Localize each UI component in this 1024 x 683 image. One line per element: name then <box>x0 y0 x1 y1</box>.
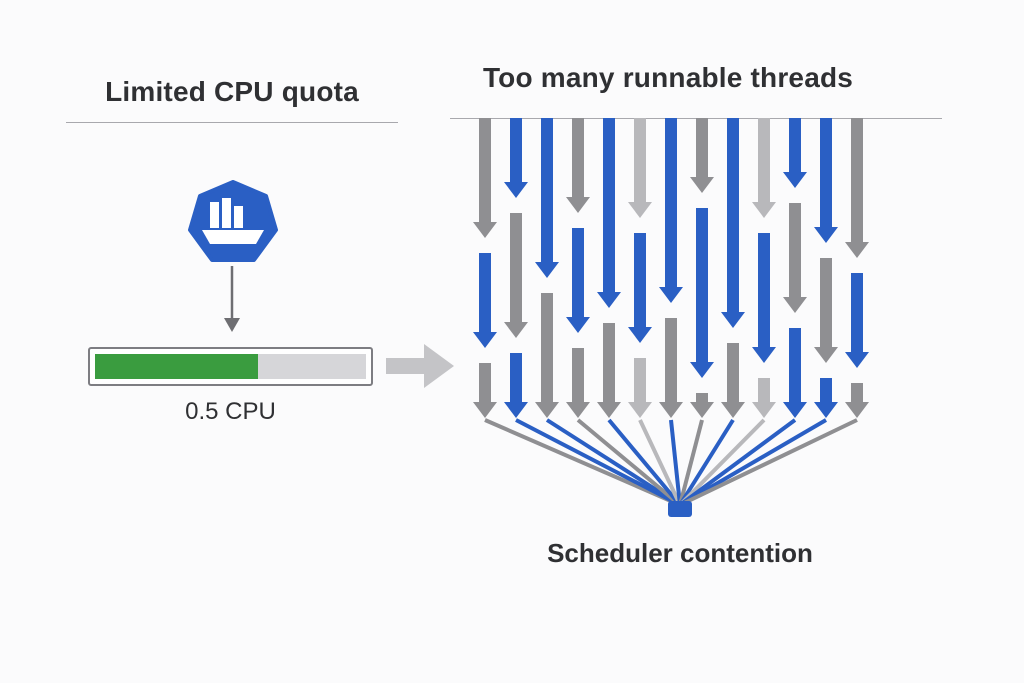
thread-arrow-head <box>628 402 652 418</box>
thread-arrow-head <box>597 402 621 418</box>
thread-arrow-shaft <box>789 118 801 172</box>
thread-arrow-head <box>504 322 528 338</box>
thread-arrow-head <box>783 172 807 188</box>
thread-arrow-head <box>752 347 776 363</box>
thread-arrow-head <box>504 182 528 198</box>
thread-arrow-shaft <box>510 118 522 182</box>
thread-arrow-shaft <box>665 118 677 287</box>
thread-arrow-head <box>473 222 497 238</box>
thread-arrow-shaft <box>479 363 491 402</box>
contention-line <box>576 418 682 507</box>
thread-arrow-shaft <box>727 343 739 402</box>
thread-arrow-shaft <box>820 118 832 227</box>
thread-arrow-shaft <box>851 118 863 242</box>
thread-arrow-shaft <box>572 118 584 197</box>
thread-arrow-head <box>597 292 621 308</box>
thread-arrow-shaft <box>851 273 863 352</box>
thread-arrow-head <box>473 402 497 418</box>
thread-arrow-shaft <box>510 353 522 402</box>
thread-arrow-head <box>628 202 652 218</box>
cpu-quota-bar <box>88 347 373 386</box>
thread-arrow-shaft <box>696 393 708 402</box>
contention-line <box>678 418 828 507</box>
scheduler-contention-label: Scheduler contention <box>547 538 813 568</box>
thread-arrow-head <box>535 262 559 278</box>
left-panel-title: Limited CPU quota <box>105 76 359 107</box>
contention-line <box>669 419 682 506</box>
contention-line <box>678 418 735 507</box>
thread-arrow-shaft <box>541 118 553 262</box>
thread-arrow-head <box>566 402 590 418</box>
thread-arrow-head <box>690 362 714 378</box>
thread-arrow-head <box>814 227 838 243</box>
thread-arrow-shaft <box>758 118 770 202</box>
thread-arrow-shaft <box>696 208 708 362</box>
runnable-threads-diagram <box>473 118 869 517</box>
thread-arrow-shaft <box>727 118 739 312</box>
contention-line <box>679 418 858 507</box>
right-arrow-icon <box>386 344 454 388</box>
contention-line <box>545 418 682 507</box>
thread-arrow-head <box>845 402 869 418</box>
thread-arrow-head <box>814 402 838 418</box>
right-panel-title: Too many runnable threads <box>482 62 854 93</box>
thread-arrow-head <box>566 317 590 333</box>
thread-arrow-shaft <box>820 378 832 402</box>
thread-arrow-head <box>845 242 869 258</box>
thread-arrow-head <box>659 402 683 418</box>
contention-line <box>515 418 681 507</box>
thread-arrow-head <box>752 202 776 218</box>
thread-arrow-shaft <box>479 118 491 222</box>
thread-arrow-head <box>845 352 869 368</box>
thread-arrow-head <box>690 177 714 193</box>
cpu-quota-label: 0.5 CPU <box>185 398 276 425</box>
thread-arrow-head <box>535 402 559 418</box>
thread-arrow-head <box>752 402 776 418</box>
thread-arrow-shaft <box>479 253 491 332</box>
contention-line <box>678 418 797 507</box>
thread-arrow-shaft <box>603 323 615 402</box>
cpu-quota-fill <box>95 354 258 379</box>
left-divider <box>66 122 398 123</box>
thread-arrow-head <box>721 402 745 418</box>
thread-arrow-head <box>814 347 838 363</box>
thread-arrow-shaft <box>603 118 615 292</box>
thread-arrow-shaft <box>541 293 553 402</box>
thread-arrow-shaft <box>758 233 770 347</box>
thread-arrow-shaft <box>758 378 770 402</box>
scheduler-core <box>668 501 692 517</box>
thread-arrow-shaft <box>572 228 584 317</box>
thread-arrow-shaft <box>789 203 801 297</box>
kubernetes-node-icon <box>188 180 278 262</box>
down-arrow-icon <box>224 266 240 332</box>
thread-arrow-head <box>783 297 807 313</box>
thread-arrow-head <box>659 287 683 303</box>
thread-arrow-head <box>690 402 714 418</box>
thread-arrow-head <box>473 332 497 348</box>
thread-arrow-shaft <box>572 348 584 402</box>
thread-arrow-head <box>783 402 807 418</box>
thread-arrow-shaft <box>510 213 522 322</box>
thread-arrow-shaft <box>634 233 646 327</box>
cpu-quota-track <box>95 354 366 379</box>
thread-arrow-shaft <box>789 328 801 402</box>
thread-arrow-head <box>504 402 528 418</box>
contention-line <box>638 419 682 506</box>
thread-arrow-shaft <box>634 118 646 202</box>
thread-arrow-head <box>721 312 745 328</box>
thread-arrow-shaft <box>696 118 708 177</box>
contention-line <box>484 418 681 507</box>
thread-arrow-shaft <box>634 358 646 402</box>
thread-arrow-shaft <box>665 318 677 402</box>
thread-arrow-head <box>628 327 652 343</box>
thread-arrow-shaft <box>820 258 832 347</box>
thread-arrow-shaft <box>851 383 863 402</box>
contention-line <box>678 419 704 506</box>
thread-arrow-head <box>566 197 590 213</box>
contention-line <box>678 418 766 507</box>
contention-line <box>607 418 682 507</box>
